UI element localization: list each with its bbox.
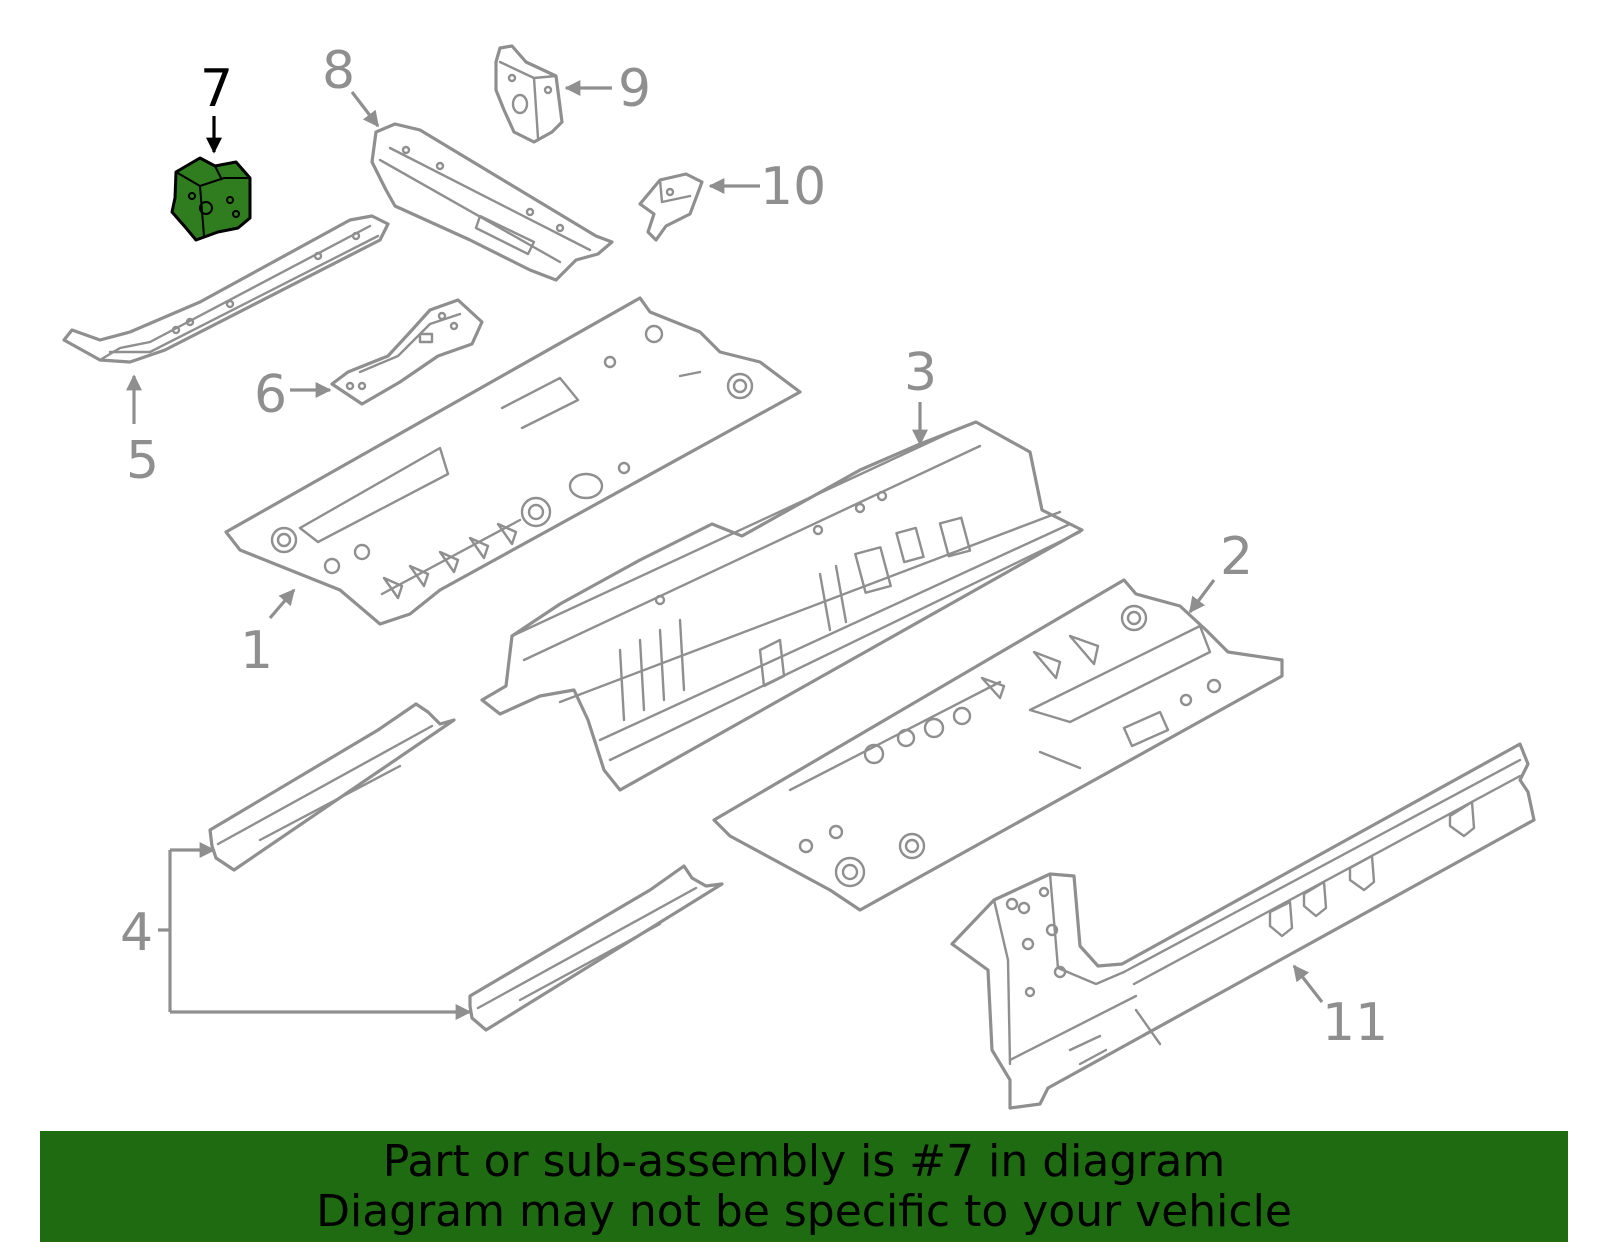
callout-11: 11 [1322, 993, 1388, 1053]
callout-9: 9 [618, 59, 651, 119]
callout-5: 5 [126, 431, 159, 491]
callout-3: 3 [904, 343, 937, 403]
leader-1 [268, 588, 296, 620]
callout-10: 10 [760, 157, 826, 217]
part-4-sill-reinforcement-upper[interactable] [208, 702, 456, 872]
callout-2: 2 [1220, 527, 1253, 587]
part-10-bracket[interactable] [638, 172, 704, 242]
part-1-floor-panel[interactable] [224, 296, 802, 626]
banner-line-1: Part or sub-assembly is #7 in diagram [382, 1135, 1226, 1187]
callout-4: 4 [120, 903, 153, 963]
callout-1: 1 [240, 621, 273, 681]
callout-6: 6 [254, 365, 287, 425]
info-banner: Part or sub-assembly is #7 in diagram Di… [40, 1131, 1568, 1242]
leader-4-bracket [158, 850, 172, 1012]
part-9-bracket[interactable] [494, 44, 564, 144]
leader-2 [1188, 579, 1216, 614]
callout-7: 7 [200, 59, 233, 119]
part-11-side-sill[interactable] [950, 742, 1536, 1110]
part-4-sill-reinforcement-lower[interactable] [468, 864, 724, 1032]
part-7-bracket[interactable] [170, 156, 252, 242]
part-5-rail[interactable] [62, 214, 390, 364]
part-3-center-tunnel[interactable] [480, 420, 1084, 792]
part-2-floor-panel[interactable] [712, 578, 1284, 912]
part-8-crossmember[interactable] [370, 122, 614, 282]
callout-8: 8 [322, 41, 355, 101]
leader-11 [1292, 964, 1324, 1003]
banner-line-2: Diagram may not be specific to your vehi… [316, 1185, 1292, 1237]
leader-8 [350, 91, 380, 128]
part-6-bracket[interactable] [330, 298, 484, 406]
